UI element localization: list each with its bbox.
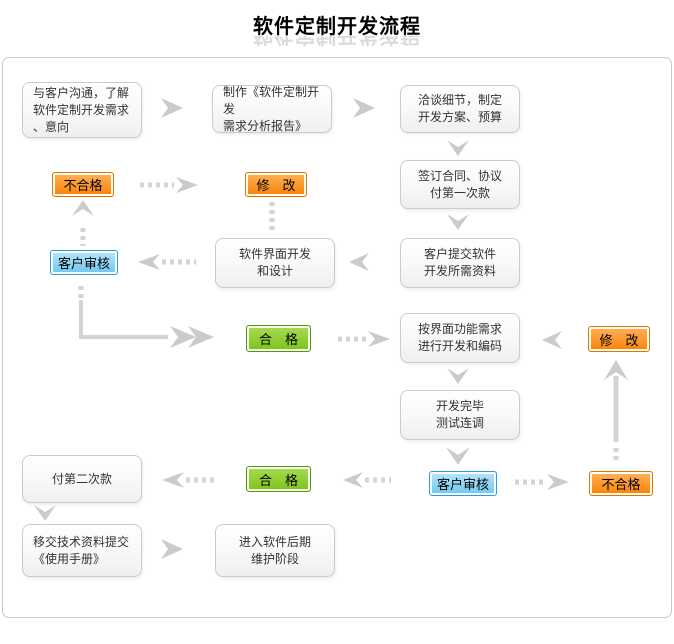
node-maintenance: 进入软件后期 维护阶段	[215, 524, 335, 577]
status-unqualified-2: 不合格	[589, 471, 653, 496]
node-contract: 签订合同、协议 付第一次款	[400, 160, 520, 209]
node-ui-design: 软件界面开发 和设计	[215, 238, 335, 288]
node-communicate: 与客户沟通，了解 软件定制开发需求 、意向	[22, 82, 142, 138]
node-coding: 按界面功能需求 进行开发和编码	[400, 313, 520, 363]
page-title: 软件定制开发流程	[253, 14, 421, 38]
status-unqualified-1: 不合格	[52, 172, 114, 197]
node-report: 制作《软件定制开发 需求分析报告》	[212, 85, 332, 133]
node-handover: 移交技术资料提交 《使用手册》	[22, 524, 142, 577]
status-review-2: 客户审核	[429, 471, 497, 496]
status-qualified-2: 合 格	[246, 466, 311, 492]
node-negotiate: 洽谈细节，制定 开发方案、预算	[400, 85, 520, 133]
node-materials: 客户提交软件 开发所需资料	[400, 238, 520, 288]
status-modify-2: 修 改	[588, 326, 650, 352]
status-review-1: 客户审核	[50, 250, 118, 275]
node-testing: 开发完毕 测试连调	[400, 390, 520, 440]
status-qualified-1: 合 格	[246, 325, 311, 352]
node-second-payment: 付第二次款	[22, 455, 142, 503]
status-modify-1: 修 改	[245, 172, 307, 197]
